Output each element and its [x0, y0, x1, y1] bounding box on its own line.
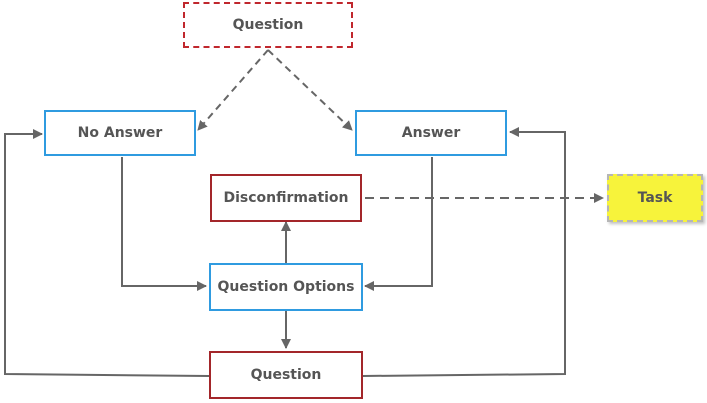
edge-question-loop-to-no-answer — [4, 129, 210, 377]
task-label: Task — [637, 190, 673, 206]
edge-no-answer-to-options — [121, 157, 207, 291]
question-bottom-label: Question — [250, 367, 322, 383]
question-node-top: Question — [183, 2, 353, 48]
edge-question-to-no-answer — [197, 49, 269, 131]
answer-label: Answer — [401, 125, 461, 141]
edge-answer-to-options — [364, 157, 433, 291]
no-answer-node: No Answer — [44, 110, 196, 156]
disconfirmation-node: Disconfirmation — [210, 174, 362, 222]
task-node: Task — [607, 174, 703, 222]
no-answer-label: No Answer — [77, 125, 163, 141]
question-options-node: Question Options — [209, 263, 363, 311]
question-node-bottom: Question — [209, 351, 363, 399]
edge-question-to-answer — [267, 49, 353, 131]
disconfirmation-label: Disconfirmation — [223, 190, 349, 206]
edge-question-loop-to-answer — [362, 127, 566, 377]
answer-node: Answer — [355, 110, 507, 156]
question-top-label: Question — [232, 17, 304, 33]
question-options-label: Question Options — [217, 279, 355, 295]
